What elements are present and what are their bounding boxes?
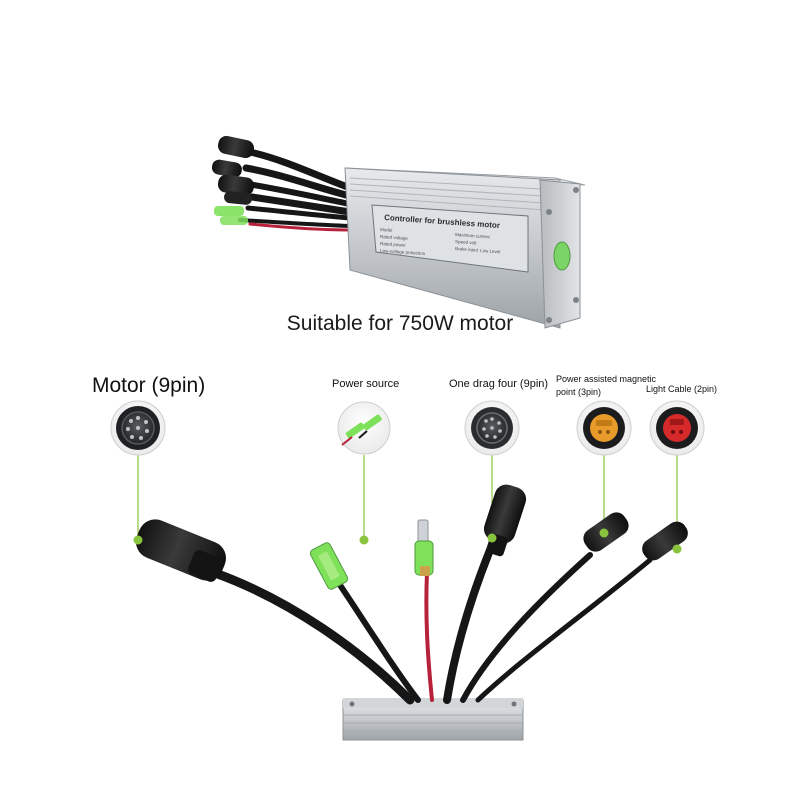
drag-four-dot-icon xyxy=(487,533,497,543)
pas-dot-icon xyxy=(599,528,609,538)
drag-four-cable xyxy=(443,546,494,704)
red-wire-terminal xyxy=(414,519,434,576)
motor-cable xyxy=(210,568,415,705)
controller-top-image: Controller for brushless motor Model Rat… xyxy=(211,135,586,329)
light-dot-icon xyxy=(672,544,682,554)
controller-top-plugs xyxy=(211,135,255,225)
callout-dots xyxy=(133,528,682,554)
power-source-icon xyxy=(337,401,391,455)
motor-plug xyxy=(135,519,227,582)
label-pas-line1: Power assisted magnetic xyxy=(556,374,657,384)
controller-label-field: Model xyxy=(380,227,393,233)
indicator-led-icon xyxy=(553,241,571,271)
product-caption: Suitable for 750W motor xyxy=(286,312,514,335)
controller-top-wires xyxy=(238,148,354,232)
controller-label-field: Maximum current xyxy=(455,232,491,239)
controller-label-plate xyxy=(371,204,529,273)
controller-label-field: Low Level xyxy=(480,248,501,254)
light-2pin-icon xyxy=(649,400,705,456)
power-dot-icon xyxy=(359,535,369,545)
controller-label-field: Rated power xyxy=(380,241,406,248)
motor-dot-icon xyxy=(133,535,143,545)
motor-9pin-icon xyxy=(110,400,166,456)
label-pas-line2: point (3pin) xyxy=(556,387,602,397)
light-cable xyxy=(475,557,653,703)
controller-label-field: Speed volt xyxy=(455,239,477,246)
controller-label-field: Rated voltage xyxy=(380,234,409,241)
light-plug xyxy=(642,521,688,561)
controller-label-field: Brake input xyxy=(455,246,479,253)
cables xyxy=(210,546,653,705)
pas-3pin-icon xyxy=(576,400,632,456)
controller-label-field: Low-voltage protection xyxy=(380,248,426,256)
power-cable xyxy=(337,582,421,703)
drag-four-plug xyxy=(483,484,527,557)
pas-cable xyxy=(460,552,593,703)
label-light-cable: Light Cable (2pin) xyxy=(646,384,718,394)
controller-bottom-housing xyxy=(342,698,524,741)
label-one-drag-four: One drag four (9pin) xyxy=(449,378,549,390)
label-motor: Motor (9pin) xyxy=(92,374,206,397)
callout-lines xyxy=(137,455,678,545)
power-terminal xyxy=(309,542,349,590)
red-cable xyxy=(424,570,434,702)
label-power-source: Power source xyxy=(332,378,400,390)
one-drag-four-icon xyxy=(464,400,520,456)
connector-closeups xyxy=(110,400,705,456)
